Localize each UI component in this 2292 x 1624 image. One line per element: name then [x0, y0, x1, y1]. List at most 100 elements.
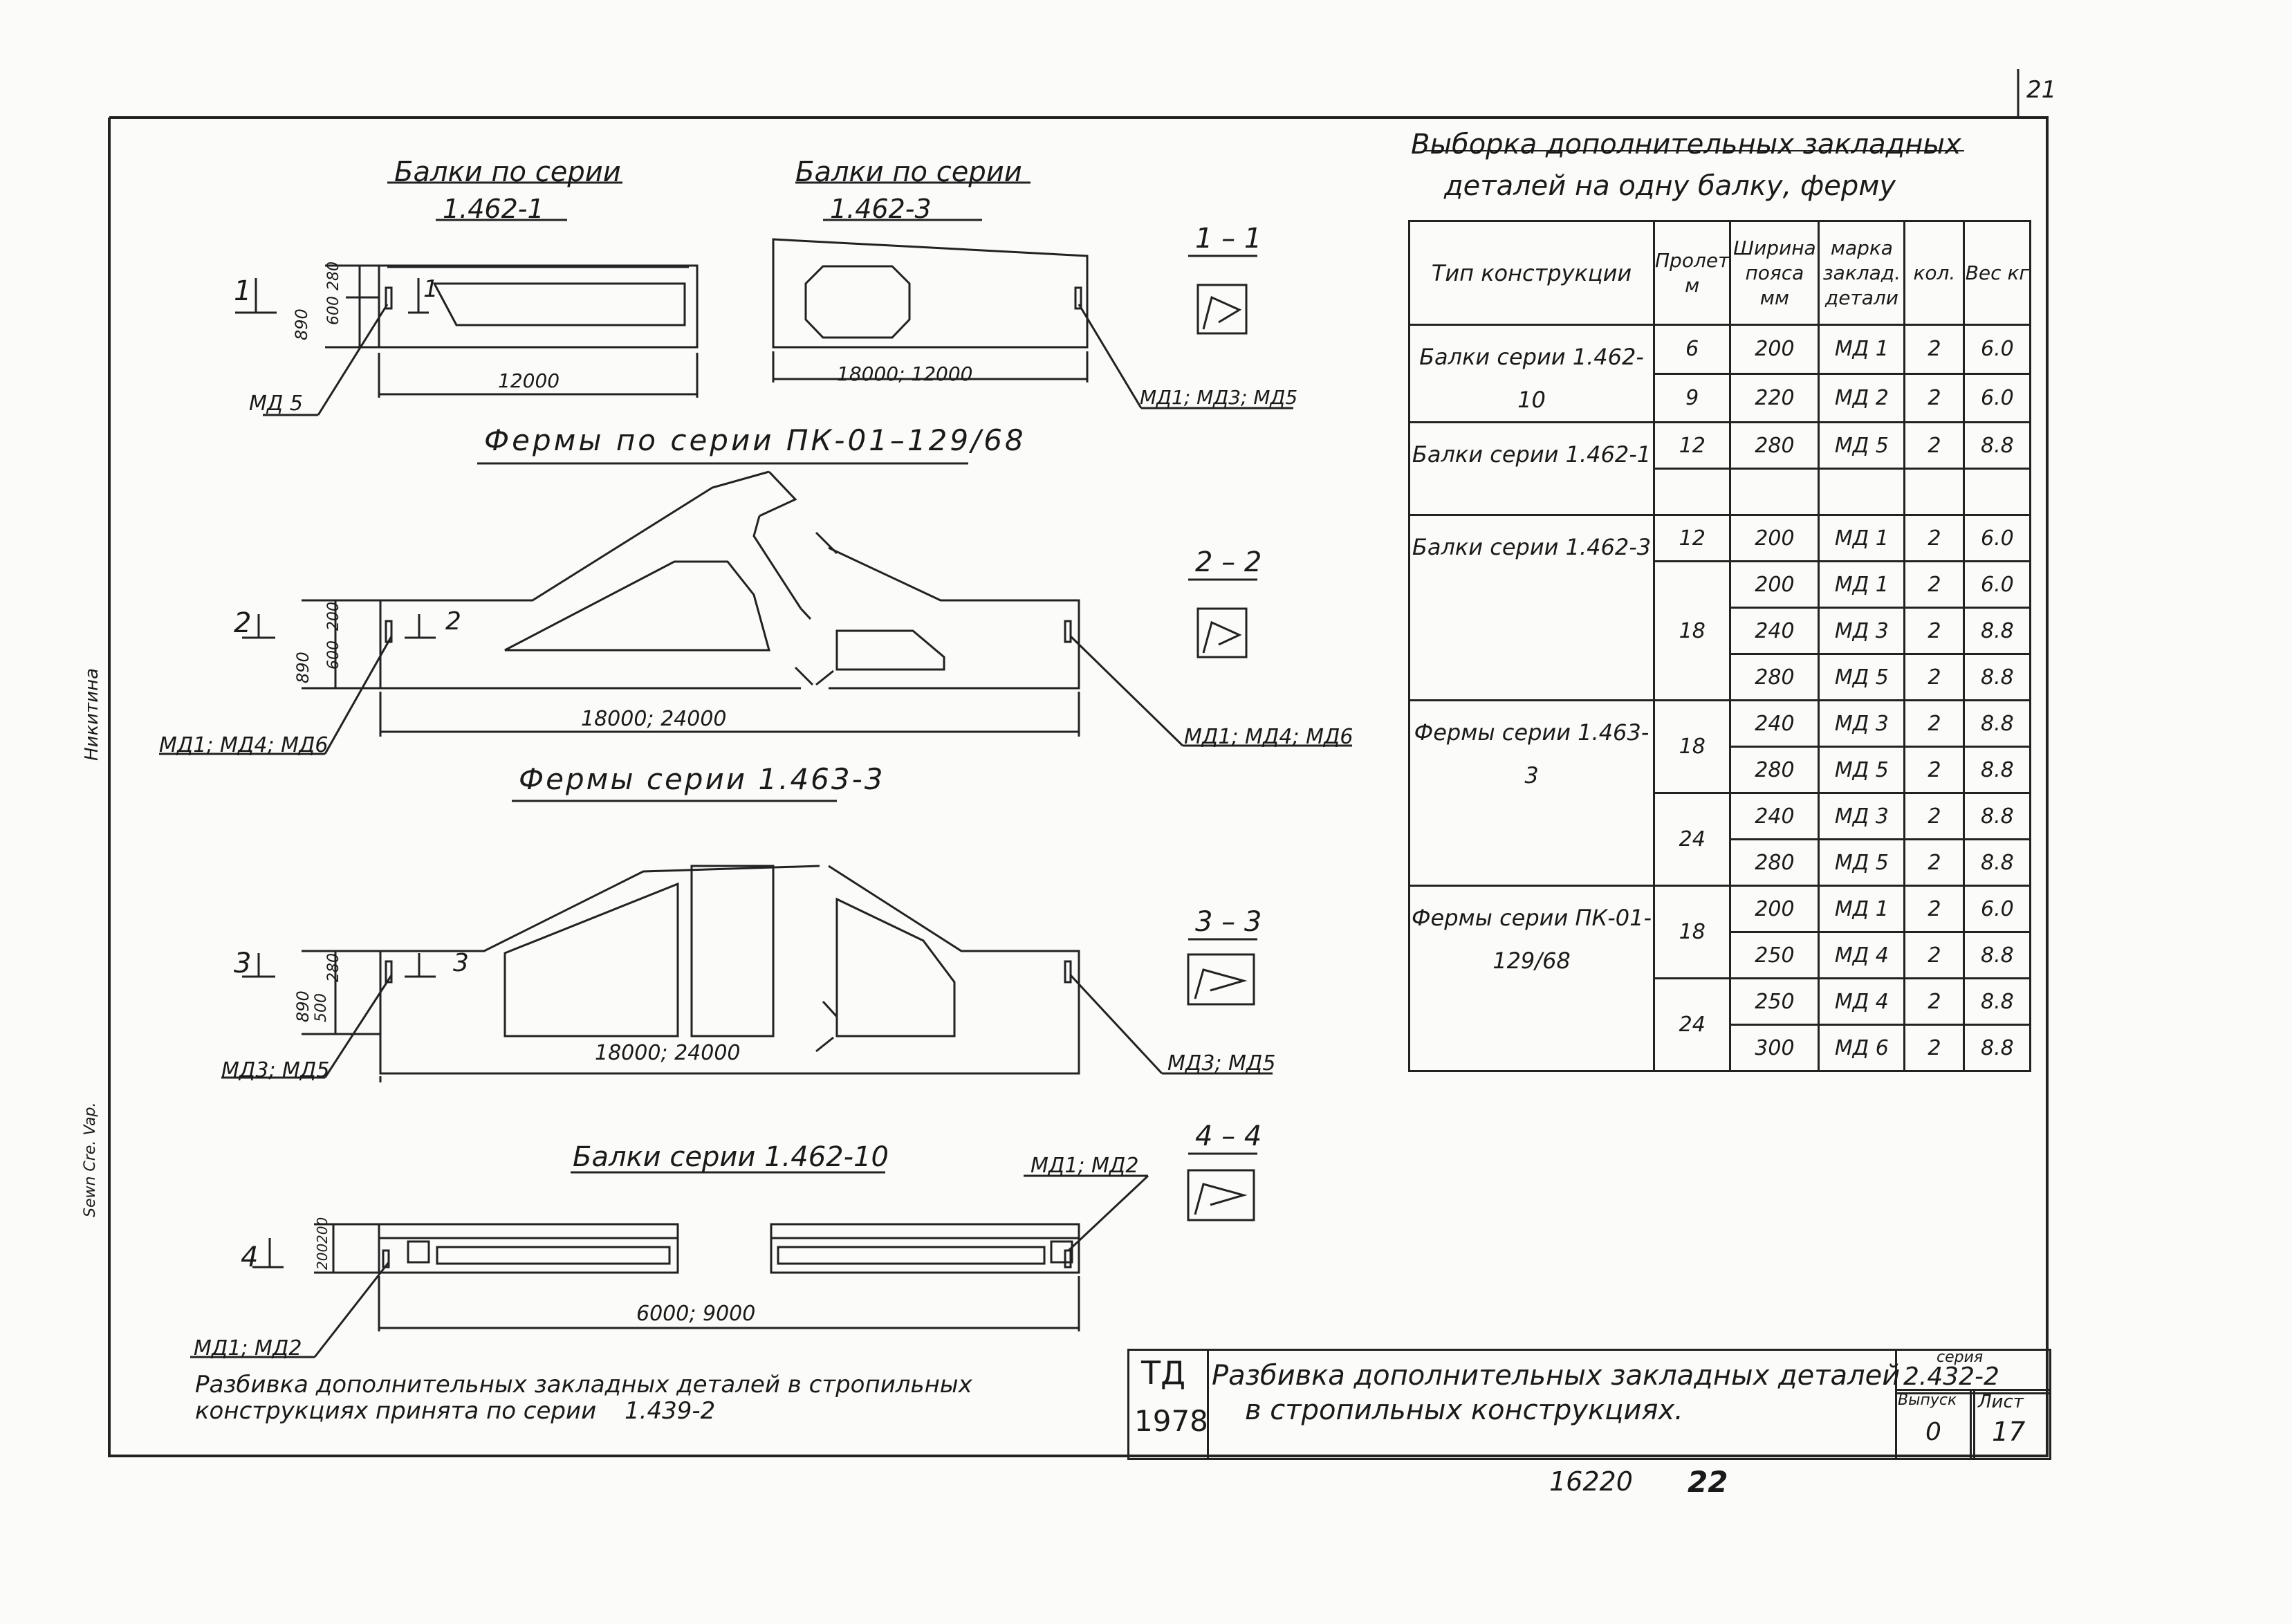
- beam-1462-3-callout: МД1; МД3; МД5: [1140, 386, 1298, 409]
- beam-1462-1-dim-height: 890: [292, 308, 311, 340]
- weight-cell: [1963, 468, 2032, 516]
- qty-cell: 2: [1903, 699, 1966, 748]
- mark-cell: МД 2: [1818, 372, 1906, 423]
- beam-1462-1-title: Балки по серии: [394, 156, 621, 188]
- table-row: [1410, 468, 2032, 516]
- beam-1462-1-dim-top: 280: [325, 261, 342, 290]
- table-title-line-1: Выборка дополнительных закладных: [1411, 129, 1961, 160]
- weight-cell: 6.0: [1963, 885, 2032, 933]
- header-type: Тип конструкции: [1408, 220, 1655, 326]
- width-cell: 240: [1729, 607, 1820, 655]
- footer-code: 16220: [1549, 1466, 1633, 1497]
- truss-1463-callout-left: МД3; МД5: [221, 1058, 330, 1082]
- type-cell: Фермы серии 1.463-3: [1408, 699, 1655, 887]
- title-block-series-label: серия: [1937, 1349, 1984, 1366]
- table-row: 240 МД 3 2 8.8: [1410, 607, 2032, 655]
- title-block-td-cell: [1127, 1349, 1209, 1460]
- span-cell: 24: [1652, 792, 1732, 887]
- section-4-4-label: 4 – 4: [1195, 1120, 1262, 1152]
- span-cell: 18: [1652, 560, 1732, 701]
- header-weight: Вес кг: [1963, 220, 2032, 326]
- margin-note: Sewn Cre. Vap.: [82, 1102, 99, 1217]
- note-line-1: Разбивка дополнительных закладных детале…: [195, 1371, 972, 1399]
- title-block-sheet-label: Лист: [1978, 1392, 2024, 1412]
- qty-cell: 2: [1903, 607, 1966, 655]
- weight-cell: 8.8: [1963, 746, 2032, 794]
- table-row: Балки серии 1.462-10 6 200 МД 1 2 6.0: [1408, 324, 2032, 423]
- mark-cell: МД 6: [1818, 1024, 1906, 1072]
- weight-cell: 8.8: [1963, 838, 2032, 887]
- truss-pk-marker: 2: [234, 607, 252, 639]
- beam-1462-1-dim-middle: 600: [325, 296, 342, 325]
- span-cell: 12: [1652, 421, 1732, 470]
- weight-cell: 8.8: [1963, 421, 2032, 470]
- section-3-3-drawing: [1187, 938, 1257, 1006]
- width-cell: [1729, 468, 1820, 516]
- beam-1462-10-length: 6000; 9000: [636, 1302, 756, 1326]
- beam-1462-10-drawing: [190, 1171, 1149, 1358]
- table-row: Балки серии 1.462-1 12 280 МД 5 2 8.8: [1408, 421, 2032, 516]
- truss-1463-title: Фермы серии 1.463-3: [519, 762, 885, 796]
- truss-1463-callout-right: МД3; МД5: [1167, 1051, 1276, 1076]
- truss-pk-dim-middle: 600: [325, 640, 342, 670]
- beam-1462-1-series: 1.462-1: [443, 194, 544, 224]
- width-cell: 200: [1729, 885, 1820, 933]
- truss-pk-dim-height: 890: [293, 652, 313, 683]
- title-block-issue-cell: [1895, 1389, 1975, 1460]
- width-cell: 240: [1729, 792, 1820, 840]
- truss-pk-drawing: [159, 462, 1352, 755]
- weight-cell: 8.8: [1963, 792, 2032, 840]
- beam-1462-3-series: 1.462-3: [830, 194, 932, 224]
- table-row: 280 МД 5 2 8.8: [1410, 746, 2032, 794]
- mark-cell: МД 1: [1818, 560, 1906, 609]
- type-cell: Балки серии 1.462-1: [1408, 421, 1655, 516]
- header-span: Пролет м: [1652, 220, 1732, 326]
- width-cell: 250: [1729, 931, 1820, 979]
- mark-cell: МД 5: [1818, 653, 1906, 701]
- beam-1462-10-marker: 4: [241, 1242, 259, 1273]
- beam-1462-1-section-mark: 1: [423, 275, 438, 303]
- table-title-line-2: деталей на одну балку, ферму: [1444, 170, 1896, 202]
- truss-pk-length: 18000; 24000: [581, 707, 727, 731]
- mark-cell: МД 5: [1818, 421, 1906, 470]
- span-cell: 18: [1652, 885, 1732, 979]
- weight-cell: 6.0: [1963, 560, 2032, 609]
- beam-1462-10-callout-left: МД1; МД2: [194, 1336, 302, 1360]
- mark-cell: МД 3: [1818, 699, 1906, 748]
- note-series: 1.439-2: [625, 1397, 716, 1425]
- qty-cell: 2: [1903, 560, 1966, 609]
- qty-cell: 2: [1903, 372, 1966, 423]
- sheet-number: 21: [2026, 76, 2057, 104]
- mark-cell: МД 5: [1818, 746, 1906, 794]
- title-block-title-line-1: Разбивка дополнительных закладных детале…: [1212, 1360, 1901, 1392]
- section-3-3-label: 3 – 3: [1195, 906, 1262, 938]
- table-row: 18 200 МД 1 2 6.0: [1410, 560, 2032, 701]
- beam-1462-10-dim-b: 200: [314, 1217, 331, 1244]
- mark-cell: МД 3: [1818, 607, 1906, 655]
- span-cell: 24: [1652, 977, 1732, 1072]
- table-row: 24 240 МД 3 2 8.8: [1410, 792, 2032, 887]
- truss-1463-dim-height: 890: [293, 990, 313, 1022]
- beam-1462-3-length: 18000; 12000: [837, 362, 973, 385]
- table-row: 300 МД 6 2 8.8: [1410, 1024, 2032, 1072]
- mark-cell: МД 4: [1818, 977, 1906, 1026]
- weight-cell: 6.0: [1963, 324, 2032, 375]
- header-mark: марка заклад. детали: [1818, 220, 1906, 326]
- mark-cell: МД 1: [1818, 324, 1906, 375]
- mark-cell: МД 3: [1818, 792, 1906, 840]
- weight-cell: 6.0: [1963, 514, 2032, 562]
- mark-cell: [1818, 468, 1906, 516]
- table-row: Балки серии 1.462-3 12 200 МД 1 2 6.0: [1408, 514, 2032, 701]
- truss-1463-drawing: [221, 800, 1273, 1082]
- width-cell: 240: [1729, 699, 1820, 748]
- truss-pk-callout-left: МД1; МД4; МД6: [159, 733, 329, 757]
- section-2-2-label: 2 – 2: [1195, 546, 1262, 578]
- mark-cell: МД 5: [1818, 838, 1906, 887]
- qty-cell: 2: [1903, 931, 1966, 979]
- section-1-1-label: 1 – 1: [1195, 223, 1262, 255]
- weight-cell: 8.8: [1963, 653, 2032, 701]
- footer-page: 22: [1688, 1465, 1728, 1499]
- qty-cell: 2: [1903, 977, 1966, 1026]
- weight-cell: 8.8: [1963, 1024, 2032, 1072]
- truss-1463-dim-middle: 500: [313, 993, 330, 1022]
